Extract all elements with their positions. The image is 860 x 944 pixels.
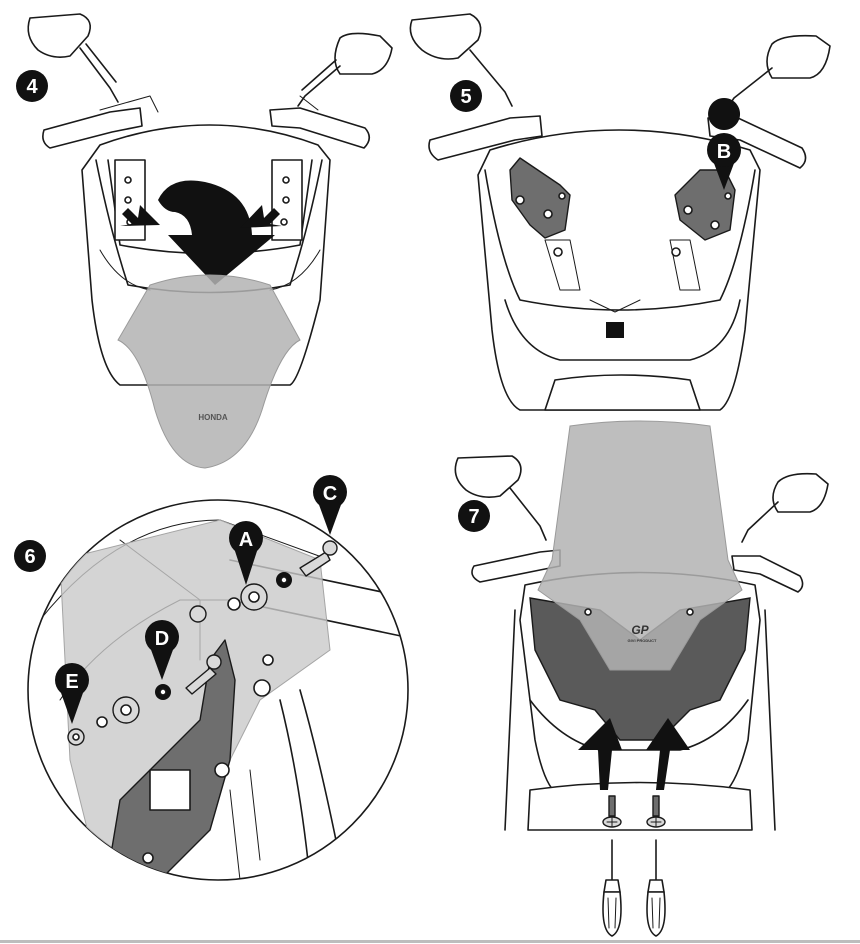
step-4-badge: 4 [16,70,48,102]
washer-part [155,684,171,700]
screwdriver-icon [646,839,666,937]
center-sensor [606,322,624,338]
callout-d-letter: D [155,628,169,650]
callout-b-letter: B [717,141,731,163]
left-up-arrow-icon [578,718,622,790]
right-mount-points [271,159,303,241]
panel-step-7: 7 GP GIVI PRODUCT [454,420,829,937]
callout-a: A [229,521,263,585]
left-mirror-icon [409,13,513,107]
callout-c: C [313,475,347,535]
callout-e-letter: E [65,671,78,693]
left-mirror-icon [454,455,547,541]
right-handlebar [707,117,807,169]
screw-icon [185,654,222,695]
panel-step-5: 5 B [409,13,831,411]
callout-a-letter: A [239,529,253,551]
windscreen-part [117,274,301,469]
spacer-part [112,696,140,724]
step-6-badge: 6 [14,540,46,572]
left-handlebar [428,115,543,161]
step-4-number: 4 [26,76,38,98]
right-mirror-icon [741,472,829,543]
page-bottom-rule [0,940,860,943]
callout-c-letter: C [323,483,337,505]
gp-logo-text: GP [631,623,649,637]
callout-b: B [707,98,741,190]
right-mirror-icon [725,34,831,111]
right-handlebar [269,107,371,149]
left-mirror-icon [27,13,119,103]
step-7-number: 7 [468,506,479,528]
screw-icon [602,795,622,828]
screw-icon [299,540,338,577]
right-handlebar [731,555,804,593]
left-mount-points [114,159,146,241]
nut-part-e [67,728,85,746]
panel-step-6: 6 [14,475,409,881]
left-bracket-part [509,157,571,239]
step-6-number: 6 [24,546,35,568]
right-insert-arrow-icon [240,205,282,228]
washer-part [276,572,292,588]
curved-arrow-icon [158,180,275,285]
gp-logo-subtext: GIVI PRODUCT [628,638,657,643]
right-mirror-icon [297,32,393,107]
left-insert-arrow-icon [120,205,160,226]
left-handlebar [42,107,143,149]
step-5-number: 5 [460,86,471,108]
callout-d: D [145,620,179,680]
panel-step-4: 4 [16,13,393,469]
screw-icon [646,795,666,828]
right-up-arrow-icon [646,718,690,790]
callout-e: E [55,663,89,724]
step-7-badge: 7 [458,500,490,532]
step-5-badge: 5 [450,80,482,112]
honda-logo-text: HONDA [198,413,228,422]
windscreen-part [537,420,743,671]
spacer-part-a [240,583,268,611]
screwdriver-icon [602,839,622,937]
